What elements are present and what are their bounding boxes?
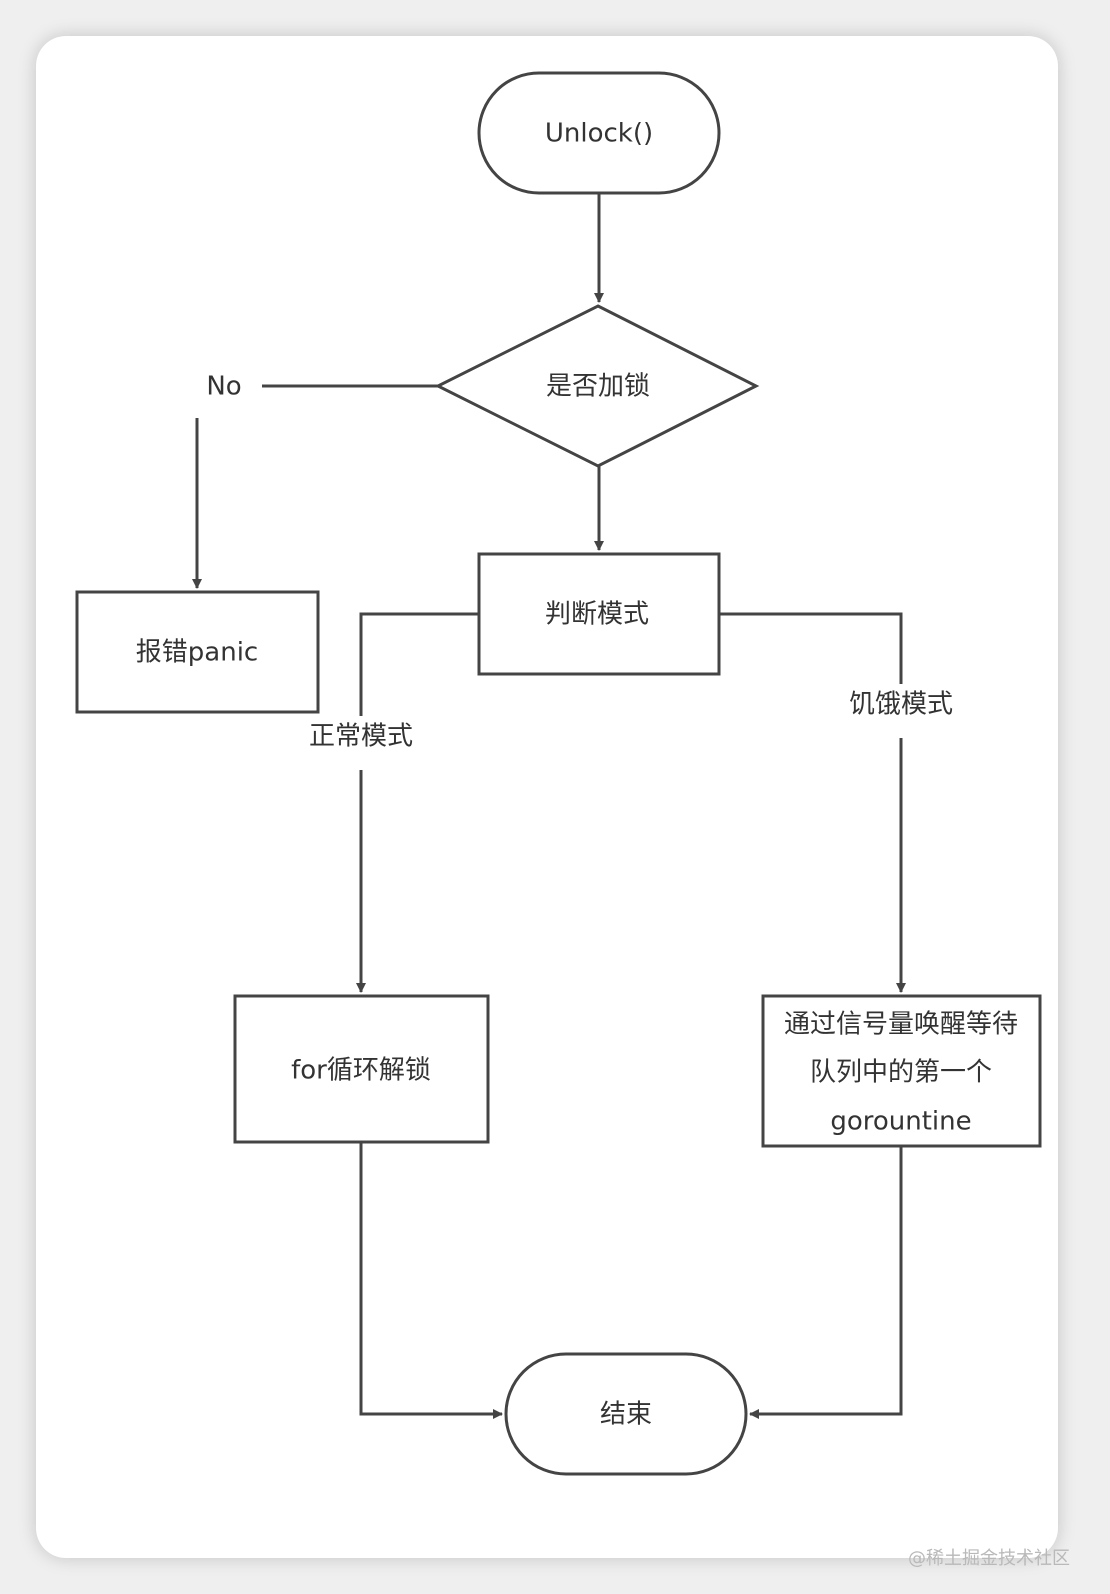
wake-label-line-3: gorountine — [830, 1107, 971, 1137]
end-label: 结束 — [600, 1400, 652, 1430]
connector-for-end — [359, 1142, 503, 1419]
connector-wake-end — [749, 1146, 903, 1419]
wake-label-line-1: 通过信号量唤醒等待 — [784, 1010, 1018, 1040]
end-terminal — [504, 1352, 748, 1476]
wake-label-line-2: 队列中的第一个 — [810, 1058, 992, 1088]
connector-judge-starve — [719, 612, 903, 684]
error-label: 报错panic — [136, 638, 258, 668]
starve-mode-label: 饥饿模式 — [849, 690, 953, 720]
diagram-card — [36, 36, 1058, 1558]
decision-label: 是否加锁 — [546, 372, 650, 402]
error-box — [75, 590, 320, 714]
connector-judge-normal — [359, 612, 479, 716]
for-unlock-label: for循环解锁 — [291, 1056, 431, 1086]
normal-mode-label: 正常模式 — [309, 722, 413, 752]
no-label: No — [206, 372, 241, 402]
start-label: Unlock() — [545, 119, 653, 149]
watermark: @稀土掘金技术社区 — [908, 1548, 1070, 1569]
judge-label: 判断模式 — [545, 600, 649, 630]
